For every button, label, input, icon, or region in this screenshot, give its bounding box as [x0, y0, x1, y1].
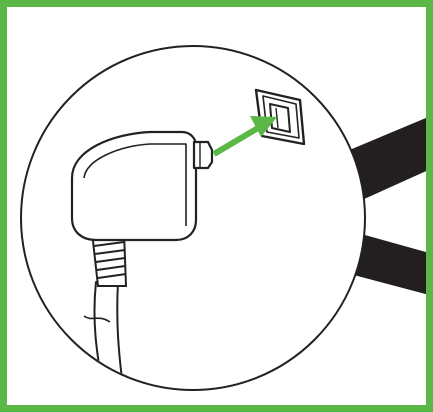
cable-crease: [83, 315, 111, 323]
zoom-content: [70, 88, 306, 389]
insert-direction-arrow-icon: [212, 116, 277, 157]
plug-connector: [70, 130, 214, 242]
plug-inner-edge: [83, 143, 187, 226]
upper-strap: [340, 115, 433, 204]
device-port: [254, 88, 306, 146]
plug-tip: [192, 140, 214, 170]
plug-body: [70, 130, 198, 242]
